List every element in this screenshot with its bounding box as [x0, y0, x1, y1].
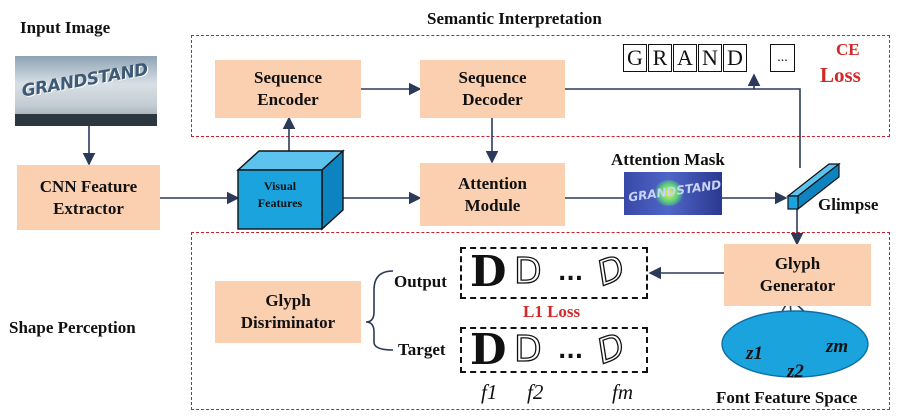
latent-z2: z2 — [787, 361, 804, 382]
feature-label-f2: f2 — [527, 380, 544, 404]
attention-mask-title: Attention Mask — [611, 150, 725, 169]
glyph-ellipsis: ... — [558, 339, 584, 364]
semantic-interpretation-title: Semantic Interpretation — [427, 9, 602, 28]
decoded-char: N — [698, 44, 722, 72]
ce-label: CE — [836, 40, 860, 59]
arrow-decoder-to-chars — [565, 73, 761, 90]
shape-perception-title: Shape Perception — [9, 318, 136, 337]
sequence-encoder-box: Sequence Encoder — [215, 60, 361, 118]
ce-loss-label: Loss — [820, 63, 861, 87]
font-feature-space-label: Font Feature Space — [716, 388, 858, 407]
output-glyph-row: D D ... D — [460, 247, 648, 299]
attention-module-box: Attention Module — [420, 163, 565, 226]
sequence-decoder-box: Sequence Decoder — [420, 60, 565, 118]
line-decoder-to-glimpse — [754, 88, 801, 168]
decoded-char-ellipsis: ... — [770, 44, 795, 72]
glyph-discriminator-box: Glyph Disriminator — [215, 281, 361, 343]
glimpse-prism — [786, 162, 841, 211]
glyph-d-serif: D — [470, 325, 507, 374]
input-image-title: Input Image — [20, 18, 111, 37]
visual-features-cuboid — [236, 149, 345, 231]
visual-features-label: Visual Features — [257, 179, 303, 210]
target-label: Target — [398, 340, 446, 359]
glyph-d-serif: D — [470, 247, 507, 296]
decoded-char: G — [623, 44, 647, 72]
decoded-char: R — [648, 44, 672, 72]
latent-z1: z1 — [746, 343, 763, 364]
brace-output-target — [365, 270, 394, 351]
glyph-d-outline: D — [513, 328, 542, 370]
decoded-char: A — [673, 44, 697, 72]
l1-loss-label: L1 Loss — [523, 302, 581, 321]
input-image: GRANDSTAND — [15, 56, 157, 126]
feature-label-f1: f1 — [481, 380, 498, 404]
glimpse-label: Glimpse — [818, 195, 879, 214]
cnn-feature-extractor-box: CNN Feature Extractor — [17, 165, 160, 230]
latent-zm: zm — [826, 336, 849, 357]
input-image-text: GRANDSTAND — [20, 59, 150, 102]
glyph-d-outline: D — [513, 250, 542, 292]
attention-mask-image: GRANDSTAND — [624, 172, 722, 215]
glyph-ellipsis: ... — [558, 261, 584, 286]
font-feature-space-ellipse — [721, 310, 869, 378]
glyph-d-script: D — [591, 247, 631, 295]
feature-label-fm: fm — [612, 380, 633, 404]
shape-perception-region — [191, 232, 890, 410]
glyph-d-script: D — [591, 325, 631, 373]
semantic-interpretation-region — [191, 35, 890, 137]
decoded-char: D — [723, 44, 747, 72]
output-label: Output — [394, 272, 447, 291]
target-glyph-row: D D ... D — [460, 325, 648, 374]
glyph-generator-box: Glyph Generator — [724, 244, 871, 306]
